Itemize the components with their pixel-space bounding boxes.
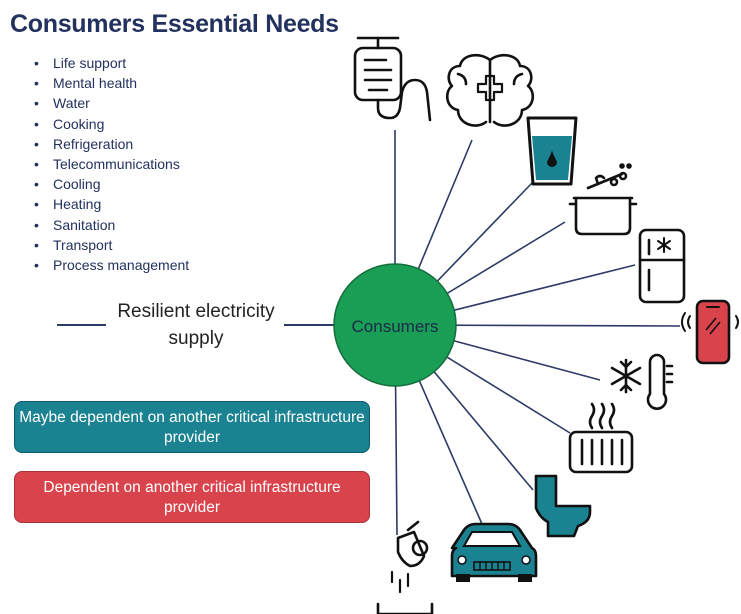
hub-label: Consumers [352, 317, 439, 336]
water-glass-icon [526, 116, 578, 186]
mobile-phone-icon [681, 299, 739, 365]
list-item: •Cooling [34, 176, 101, 193]
list-item: •Cooking [34, 115, 105, 132]
list-item: •Telecommunications [34, 156, 180, 173]
page-title: Consumers Essential Needs [10, 10, 339, 38]
list-item: •Mental health [34, 75, 138, 92]
process-ladle-icon [376, 520, 434, 614]
legend-dependent: Dependent on another critical infrastruc… [14, 471, 370, 523]
consumers-hub [333, 263, 457, 387]
list-item: •Water [34, 95, 90, 112]
car-icon [450, 522, 538, 582]
cooling-snowflake-thermometer-icon [610, 353, 674, 410]
cooking-pot-icon [568, 163, 638, 236]
heater-radiator-icon [568, 402, 634, 474]
list-item: •Life support [34, 55, 127, 71]
list-item: •Sanitation [34, 216, 116, 233]
resilient-supply-label: Resilient electricity supply [117, 301, 275, 349]
toilet-icon [534, 474, 592, 538]
refrigerator-icon [638, 228, 686, 304]
list-item: •Process management [34, 257, 190, 274]
needs-list: •Life support •Mental health •Water •Coo… [32, 53, 189, 275]
legend-maybe-dependent: Maybe dependent on another critical infr… [14, 401, 370, 453]
brain-health-icon [445, 53, 535, 127]
list-item: •Heating [34, 196, 102, 213]
list-item: •Transport [34, 236, 113, 253]
list-item: •Refrigeration [34, 135, 134, 152]
iv-drip-icon [353, 36, 432, 122]
